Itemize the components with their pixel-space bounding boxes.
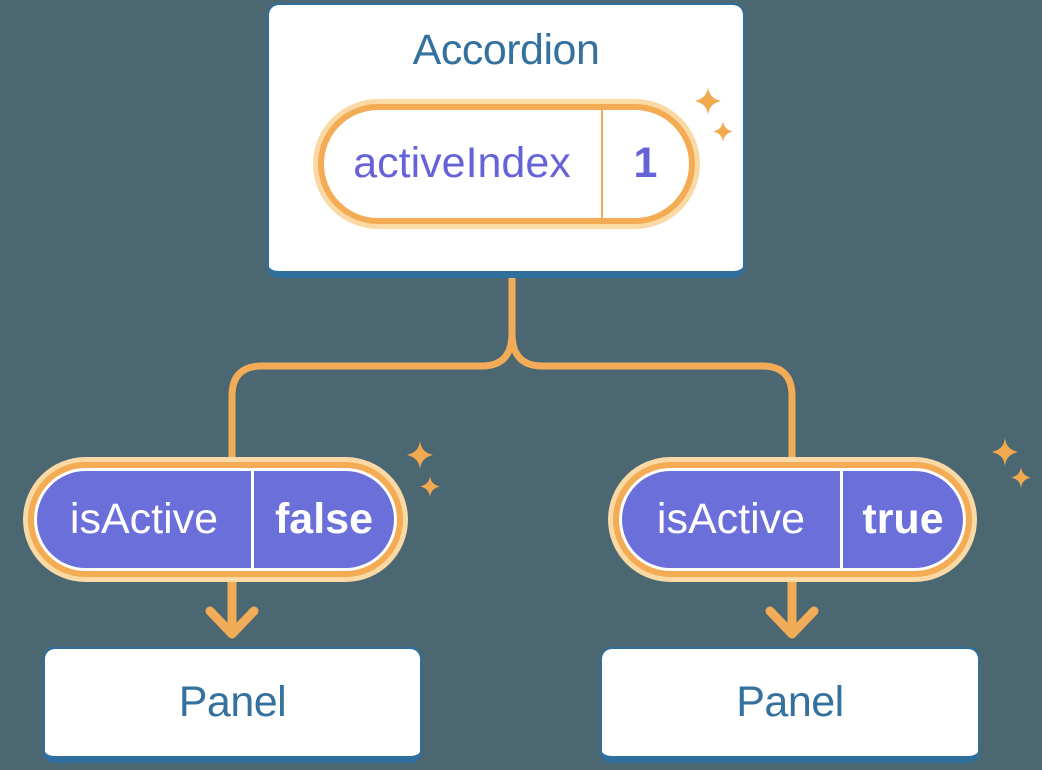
accordion-component-box: Accordion activeIndex 1 — [267, 3, 745, 278]
panel-box-left: Panel — [43, 647, 422, 763]
sparkle-icon — [1011, 467, 1031, 488]
panel-box-right: Panel — [600, 647, 980, 763]
state-pill-label: activeIndex — [353, 139, 571, 188]
pill-divider — [600, 109, 603, 218]
prop-pill-value: true — [862, 495, 944, 543]
sparkle-icon — [695, 87, 721, 115]
state-pill: activeIndex 1 — [312, 98, 700, 229]
prop-pill-value: false — [274, 495, 373, 543]
sparkle-icon — [420, 476, 440, 497]
prop-pill-label: isActive — [656, 495, 806, 543]
pill-divider — [251, 471, 254, 568]
prop-pill-left: isActive false — [23, 457, 408, 582]
panel-title: Panel — [178, 677, 287, 726]
sparkle-icon — [992, 438, 1018, 466]
branch-line-right — [508, 262, 796, 590]
accordion-title: Accordion — [412, 26, 600, 74]
prop-pill-right: isActive true — [608, 457, 977, 582]
state-pill-value: 1 — [633, 139, 658, 188]
pill-divider — [840, 471, 843, 568]
panel-title: Panel — [736, 677, 844, 726]
sparkle-icon — [407, 441, 433, 469]
sparkle-icon — [713, 121, 733, 142]
prop-pill-label: isActive — [69, 495, 219, 543]
